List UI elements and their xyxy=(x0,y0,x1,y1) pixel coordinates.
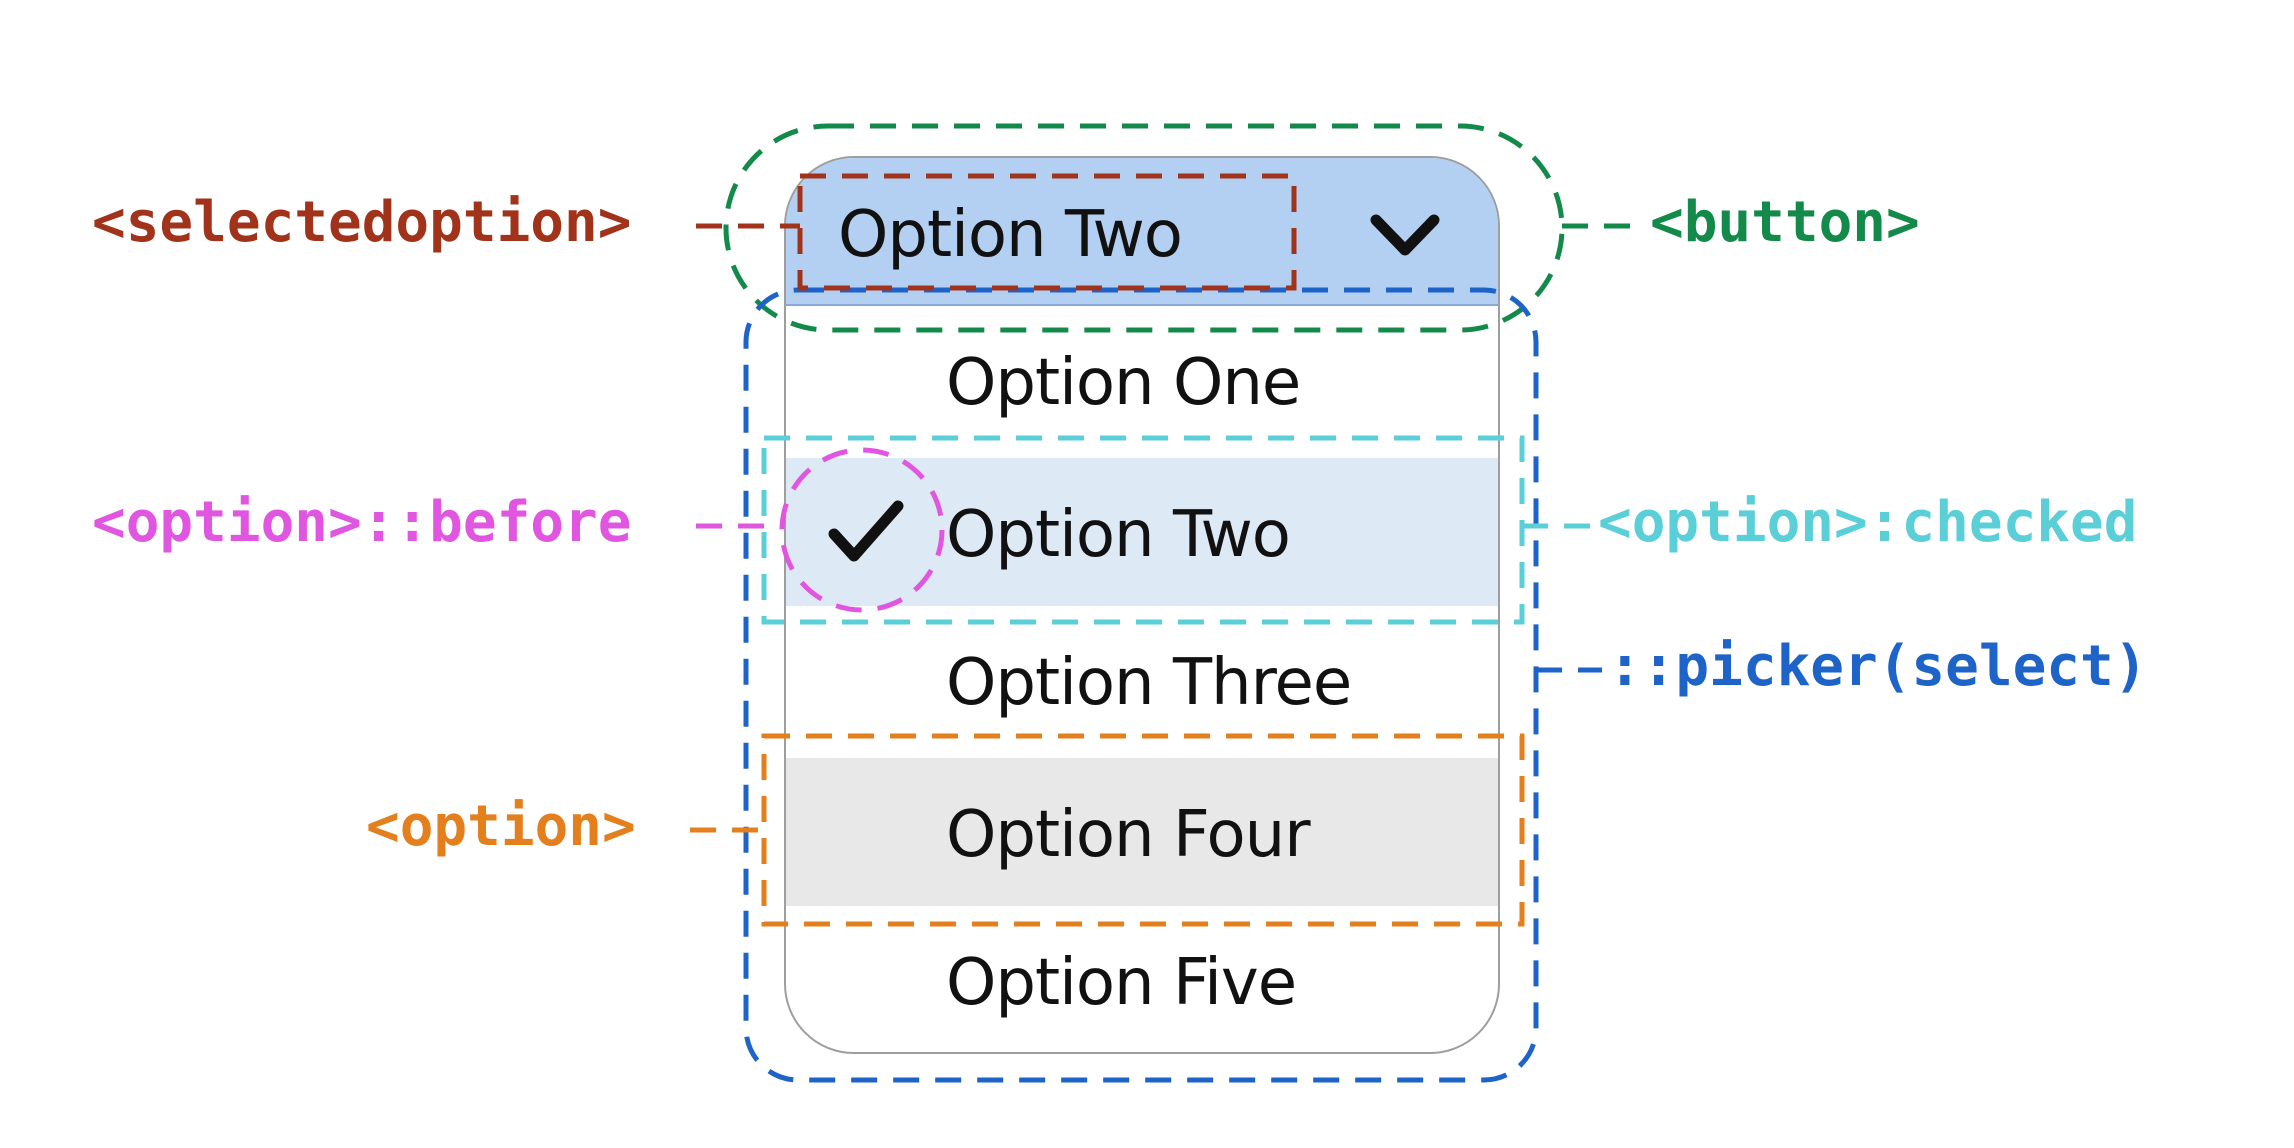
option-five[interactable]: Option Five xyxy=(786,906,1498,1052)
option-label: Option Two xyxy=(946,498,1291,572)
callout-button: <button> xyxy=(1650,190,1920,255)
selectedoption-outline xyxy=(797,173,1297,291)
option-one[interactable]: Option One xyxy=(786,306,1498,454)
option-label: Option One xyxy=(946,346,1301,420)
picker-outline xyxy=(743,287,1539,1083)
option-outline xyxy=(761,733,1525,927)
option-three[interactable]: Option Three xyxy=(786,606,1498,754)
callout-option-before: <option>::before xyxy=(92,490,632,555)
callout-option: <option> xyxy=(366,794,636,859)
chevron-down-icon xyxy=(1370,214,1440,256)
before-outline xyxy=(779,447,945,613)
button-outline xyxy=(723,123,1565,333)
select-picker: Option Two Option One Option Two Option … xyxy=(784,156,1500,1054)
selected-option-text: Option Two xyxy=(838,198,1183,272)
callout-option-checked: <option>:checked xyxy=(1598,490,2138,555)
select-button[interactable]: Option Two xyxy=(786,158,1498,306)
checkmark-icon xyxy=(828,500,904,562)
option-checked-outline xyxy=(761,435,1525,625)
option-four-hovered[interactable]: Option Four xyxy=(786,758,1498,906)
option-label: Option Five xyxy=(946,946,1297,1020)
callout-selectedoption: <selectedoption> xyxy=(92,190,632,255)
option-two-checked[interactable]: Option Two xyxy=(786,458,1498,606)
callout-picker: ::picker(select) xyxy=(1608,634,2148,699)
option-label: Option Three xyxy=(946,646,1352,720)
option-label: Option Four xyxy=(946,798,1310,872)
